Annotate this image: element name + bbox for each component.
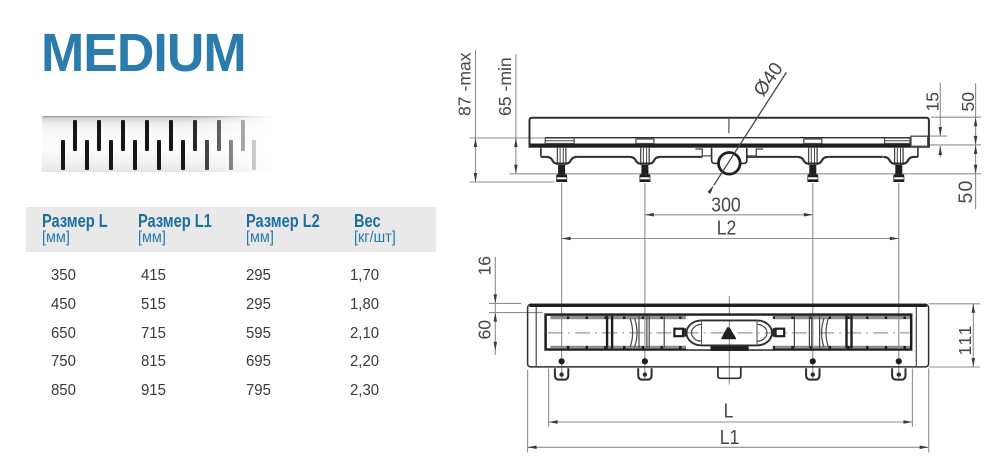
- svg-text:L1: L1: [720, 427, 740, 450]
- svg-text:50: 50: [955, 179, 977, 203]
- svg-text:15: 15: [923, 92, 943, 112]
- svg-text:300: 300: [711, 194, 740, 217]
- svg-text:L: L: [724, 400, 734, 423]
- svg-text:65 -min: 65 -min: [495, 57, 515, 116]
- svg-text:87 -max: 87 -max: [455, 52, 475, 116]
- svg-text:60: 60: [475, 320, 495, 340]
- svg-text:111: 111: [955, 324, 975, 355]
- svg-text:16: 16: [475, 256, 495, 276]
- svg-text:L2: L2: [717, 217, 737, 240]
- svg-text:50: 50: [958, 92, 978, 112]
